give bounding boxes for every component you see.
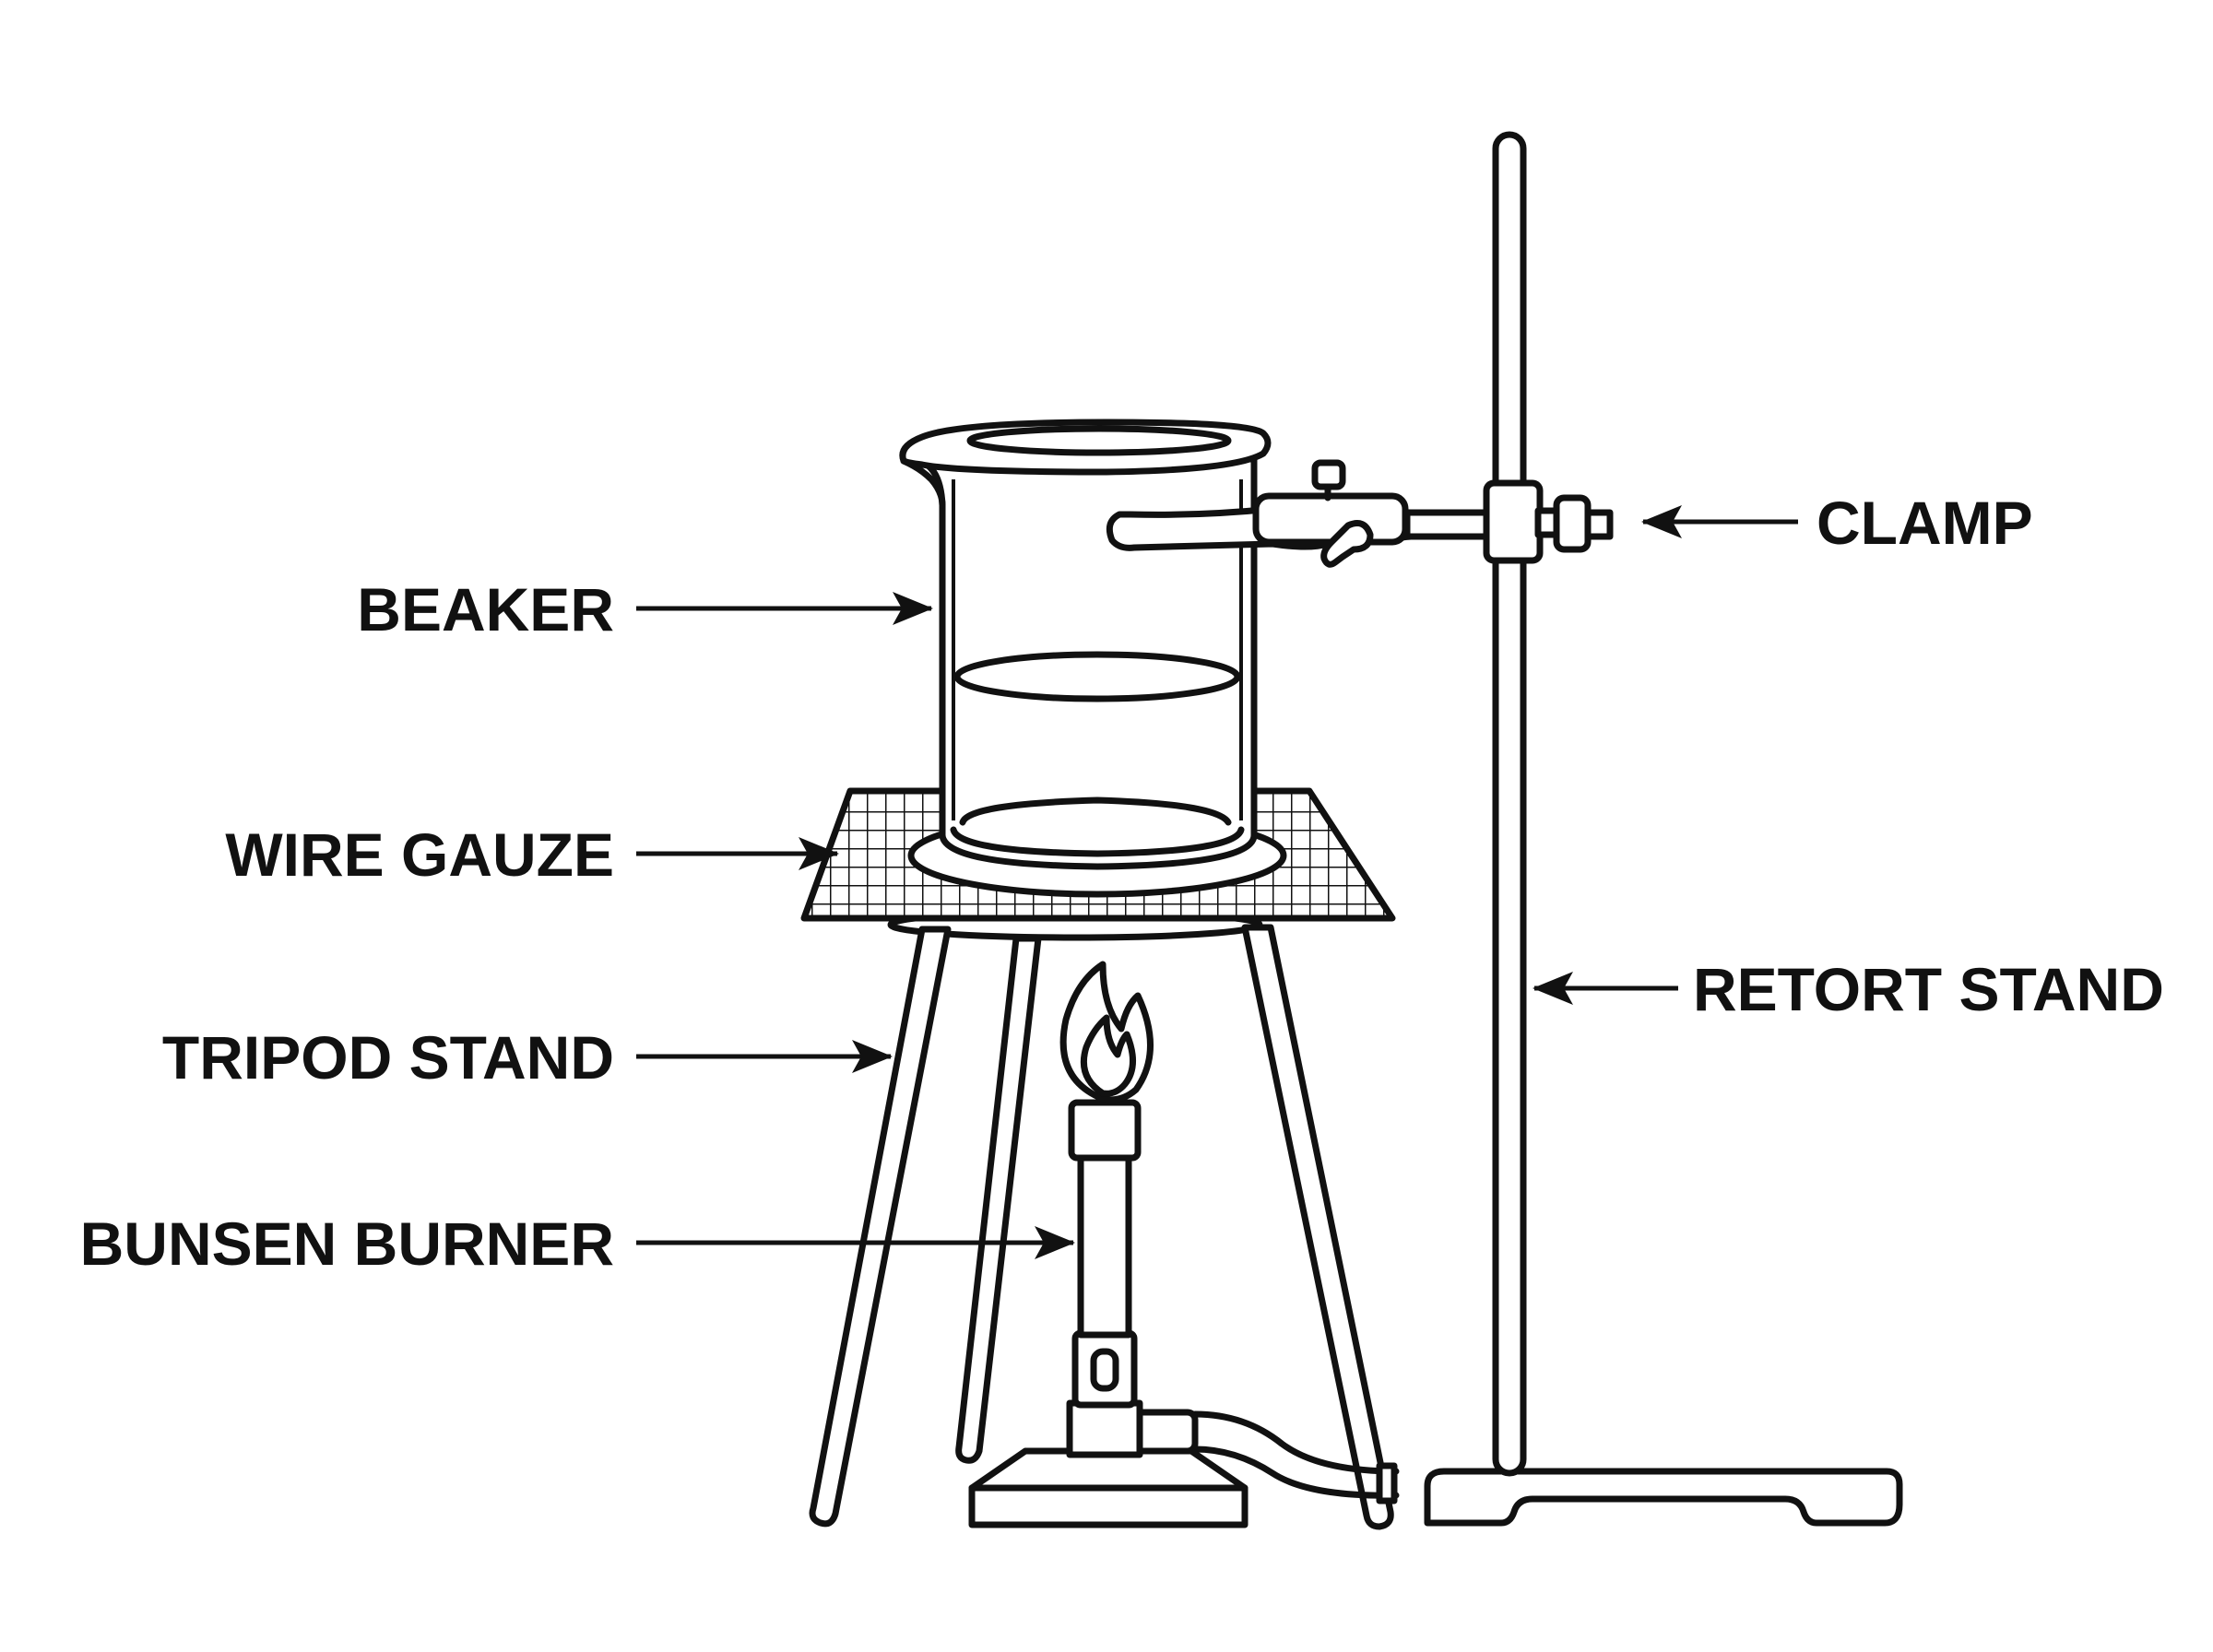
retort-stand-label: RETORT STAND (1693, 955, 2164, 1023)
tripod-stand-label: TRIPOD STAND (162, 1023, 614, 1092)
beaker (899, 419, 1272, 870)
bunsen-burner-label: BUNSEN BURNER (80, 1210, 614, 1278)
label-arrows (636, 505, 1798, 1259)
beaker-label: BEAKER (357, 575, 614, 643)
labels: BEAKER WIRE GAUZE TRIPOD STAND BUNSEN BU… (80, 489, 2164, 1278)
clamp (1106, 459, 1614, 568)
wire-gauze-label: WIRE GAUZE (225, 820, 614, 889)
tripod-legs-front (809, 924, 1394, 1530)
clamp-label: CLAMP (1817, 489, 2033, 557)
bunsen-burner (968, 961, 1400, 1528)
retort-stand (1424, 131, 1903, 1527)
